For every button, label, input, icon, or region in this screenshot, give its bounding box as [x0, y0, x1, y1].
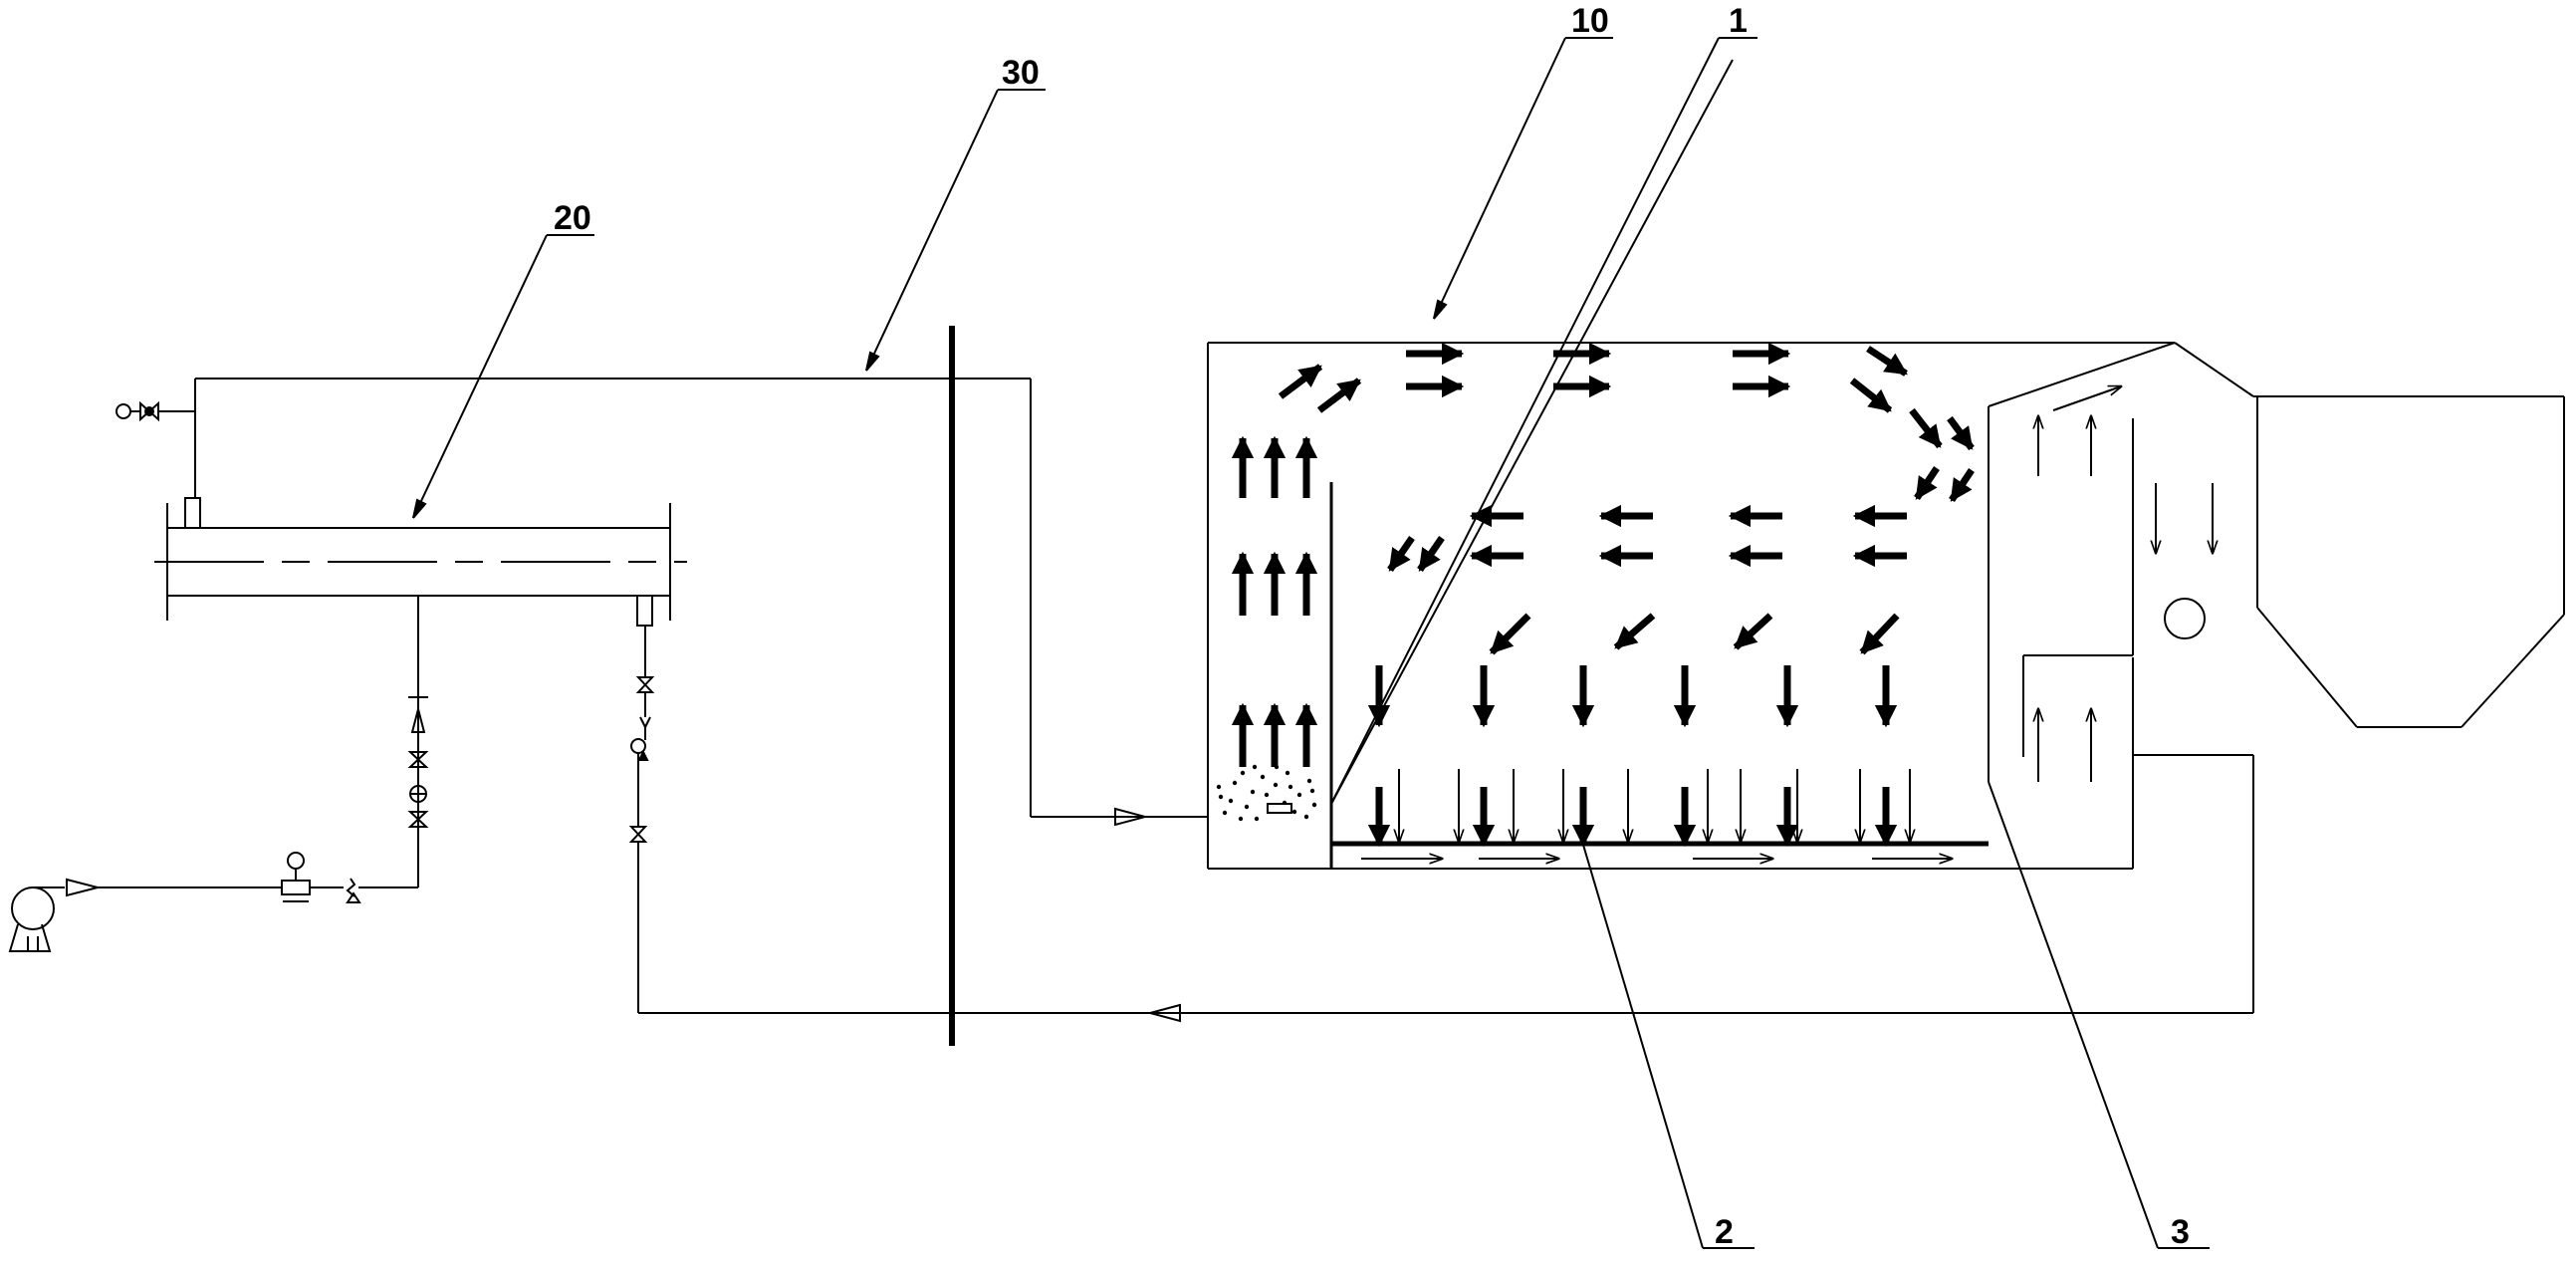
flow-arrow-heavy	[1278, 364, 1323, 399]
diagonal-flow-boundary	[1330, 59, 1734, 805]
leader-lines	[412, 37, 2210, 1249]
label-30: 30	[1002, 54, 1040, 92]
flow-arrow-heavy	[1387, 536, 1415, 572]
particle-dot	[1260, 774, 1266, 780]
flow-arrow-heavy	[1613, 613, 1656, 650]
particle-dot	[1311, 802, 1317, 808]
flow-arrow-heavy	[1417, 536, 1445, 572]
particle-dot	[1291, 809, 1297, 815]
label-2: 2	[1715, 1213, 1734, 1251]
flow-arrow-heavy	[1949, 468, 1975, 502]
particle-dot	[1238, 816, 1244, 822]
particle-dot	[1244, 804, 1250, 810]
particle-dot	[1264, 792, 1270, 798]
particle-dot	[1285, 770, 1290, 776]
return-pipe	[628, 626, 2254, 1023]
furnace-body	[1207, 342, 2565, 870]
burner-nozzle	[1267, 803, 1292, 814]
particle-dot	[1309, 788, 1315, 794]
particle-dot	[1222, 810, 1228, 816]
particle-dot	[1303, 814, 1309, 820]
particle-dot	[1216, 784, 1222, 790]
flow-arrow-heavy	[1909, 407, 1943, 449]
particle-dot	[1288, 784, 1293, 790]
label-1: 1	[1729, 2, 1748, 40]
particle-dot	[1218, 794, 1224, 800]
riser-fittings	[407, 696, 429, 828]
particle-dot	[1306, 778, 1312, 784]
flow-arrow-heavy	[1489, 613, 1531, 655]
particle-dot	[1240, 770, 1246, 776]
flow-arrow-heavy	[1947, 415, 1975, 451]
flow-arrow-heavy	[1859, 613, 1900, 655]
flow-arrow-light	[2052, 386, 2121, 411]
flow-arrows-heavy	[1231, 342, 1975, 848]
vent-branch	[116, 378, 1031, 498]
leader-arrow-20	[412, 498, 427, 519]
flow-arrow-heavy	[1849, 378, 1893, 413]
leader-arrow-30	[865, 351, 880, 372]
label-3: 3	[2171, 1213, 2190, 1251]
particle-dot	[1250, 789, 1256, 795]
flow-arrow-heavy	[1733, 613, 1773, 650]
flow-arrow-heavy	[1866, 346, 1908, 377]
particle-dot	[1296, 792, 1302, 798]
flow-arrows-light	[1361, 386, 2213, 859]
label-20: 20	[554, 199, 591, 237]
flow-arrow-heavy	[1316, 378, 1362, 413]
particle-dot	[1273, 782, 1279, 788]
particle-dot	[1232, 780, 1238, 786]
particle-dot	[1254, 816, 1260, 822]
particle-dot	[1252, 764, 1258, 770]
feed-pipe-30	[1030, 379, 1208, 827]
supply-header-20	[154, 497, 687, 627]
leader-arrow-10	[1433, 299, 1448, 320]
label-10: 10	[1571, 2, 1609, 40]
fan-branch	[8, 596, 419, 952]
flow-arrow-heavy	[1914, 466, 1940, 500]
particle-dot	[1228, 798, 1234, 804]
